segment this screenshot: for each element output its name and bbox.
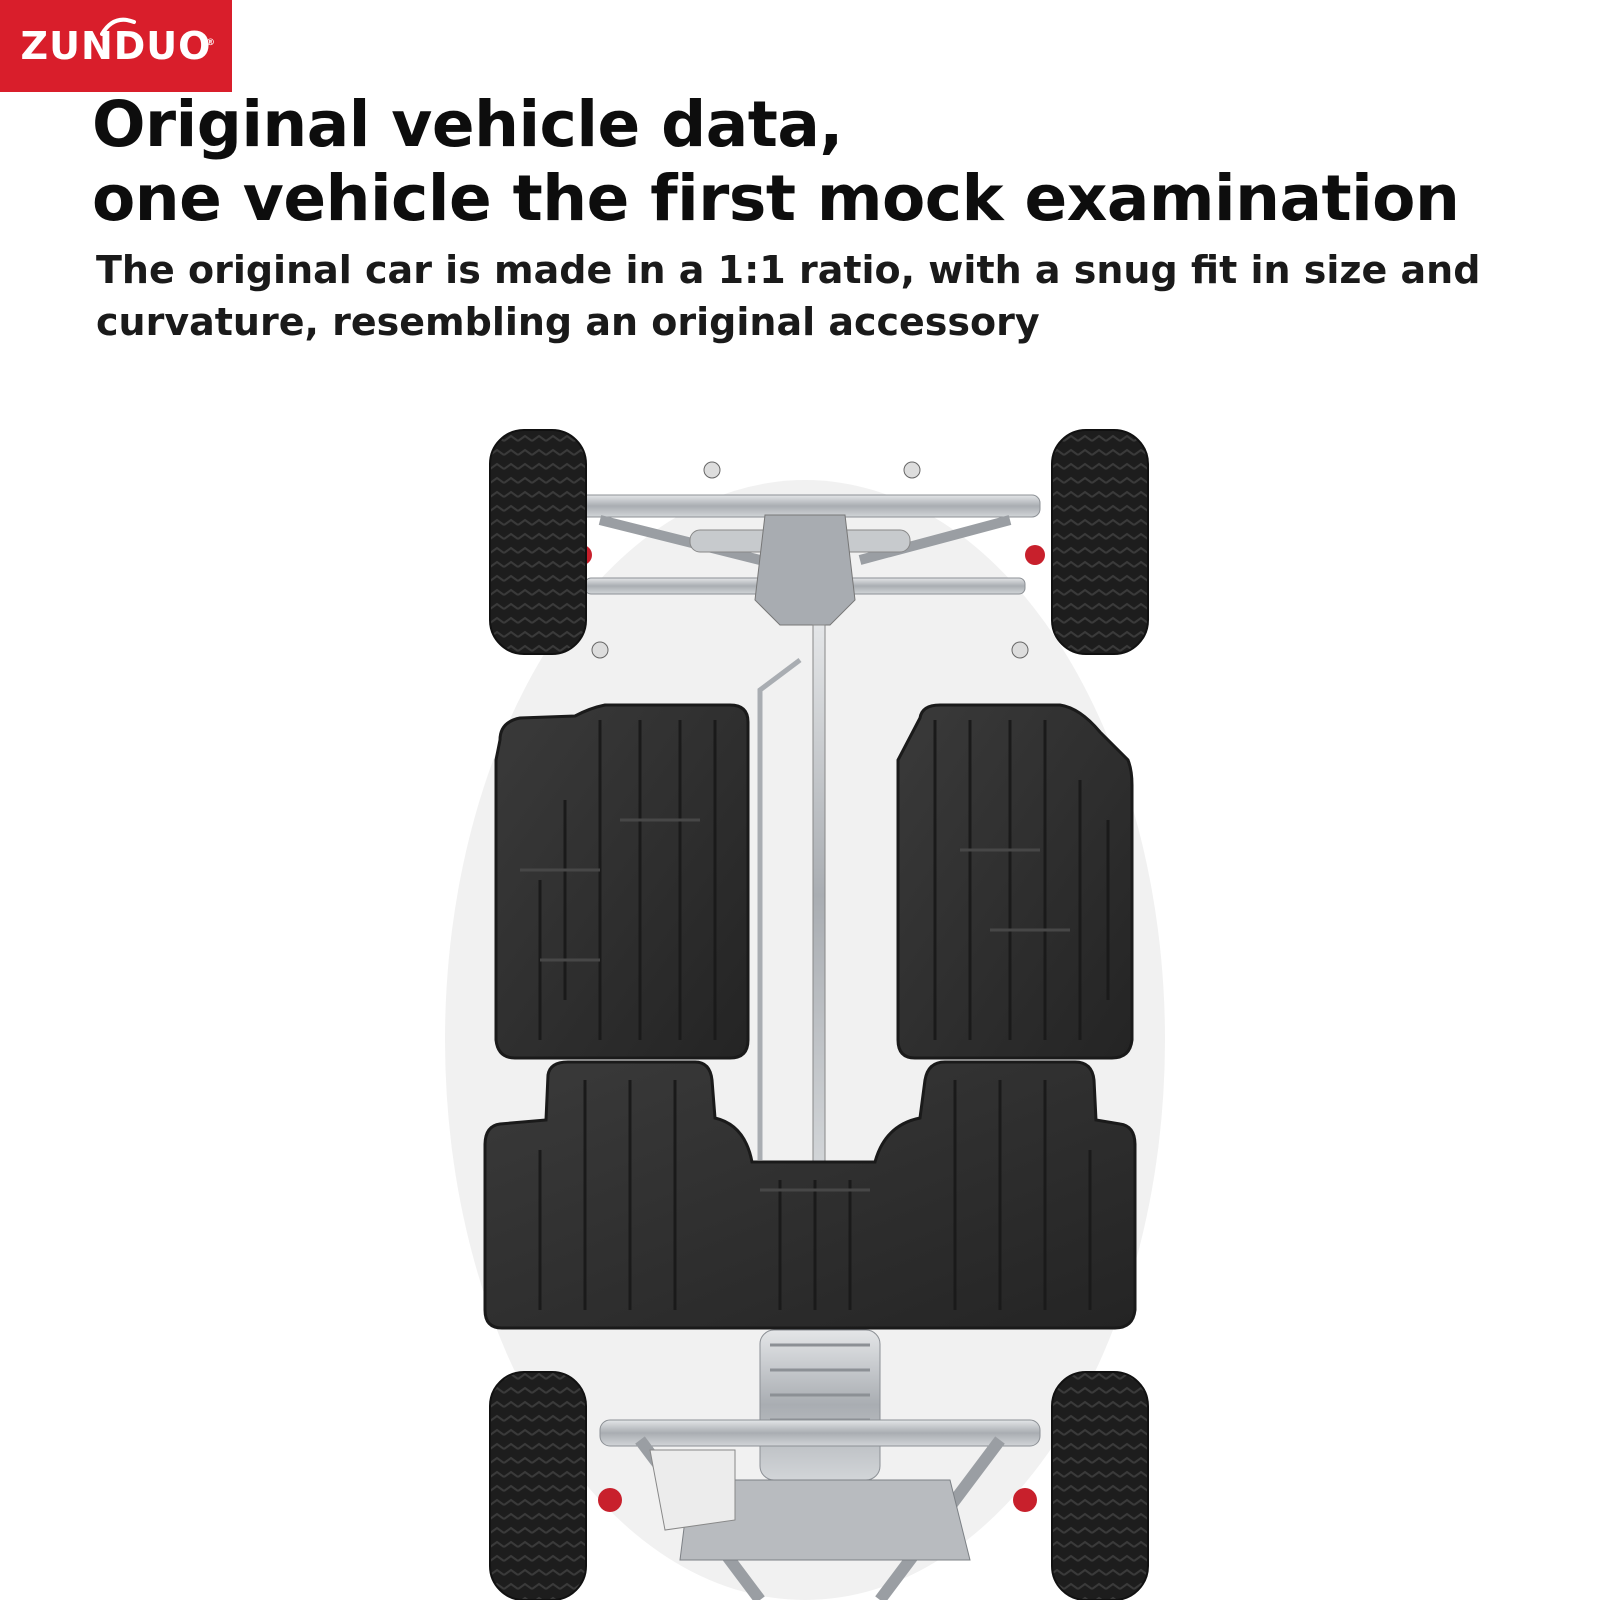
rear-left-wheel [489,429,587,655]
rear-floor-mat [483,1060,1137,1330]
logo-swoosh-icon [100,17,136,36]
description: The original car is made in a 1:1 ratio,… [96,248,1481,344]
logo-text: ZUNDUO [20,24,212,68]
front-subframe [598,1329,1041,1600]
drive-shaft [812,624,826,1166]
front-right-floor-mat [896,703,1134,1060]
headline-line-1: Original vehicle data, [92,88,843,161]
front-left-wheel [489,1371,587,1600]
headline: Original vehicle data, one vehicle the f… [92,88,1460,236]
logo-registered-mark: ® [206,38,216,48]
headline-line-2: one vehicle the first mock examination [92,162,1460,235]
front-right-wheel [1051,1371,1149,1600]
brand-logo: ZUNDUO ® [0,0,232,92]
rear-right-wheel [1051,429,1149,655]
front-left-floor-mat [494,703,750,1060]
